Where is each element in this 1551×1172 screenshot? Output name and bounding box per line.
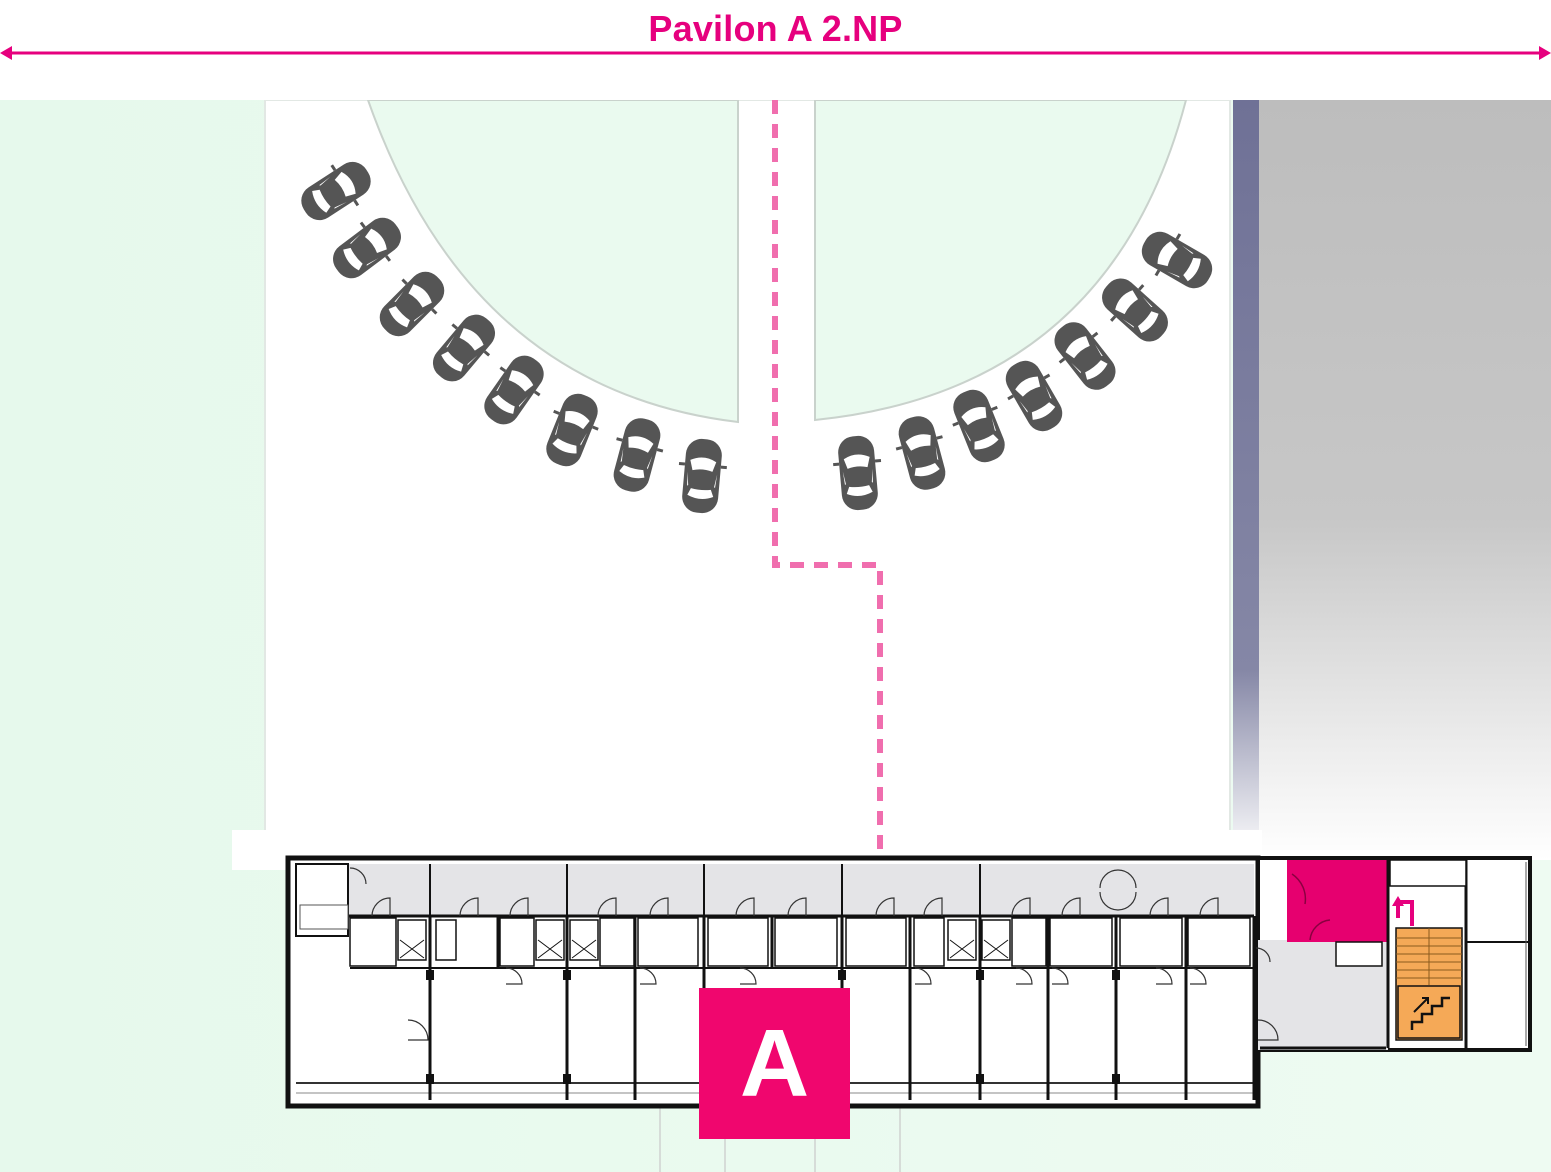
header: Pavilon A 2.NP: [0, 0, 1551, 100]
building-badge: A: [699, 988, 850, 1139]
stairs-icon: [1410, 996, 1450, 1030]
green-island-right: [814, 100, 1188, 422]
neighbour-area: [1258, 100, 1551, 860]
route-arrow: [1396, 900, 1414, 926]
highlighted-room: [1287, 860, 1387, 942]
walking-route: [772, 100, 883, 855]
floor-plan: [285, 855, 1532, 1109]
page-title: Pavilon A 2.NP: [648, 8, 903, 49]
road-strip: [1233, 100, 1259, 860]
green-island-left: [366, 100, 739, 424]
width-arrow: [0, 46, 1551, 60]
site-map: [0, 100, 1551, 1172]
